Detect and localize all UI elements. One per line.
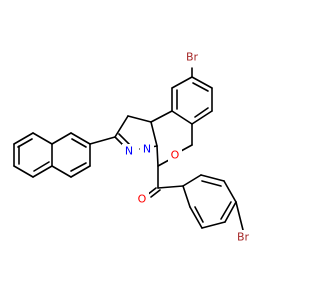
bond [118,133,131,146]
bromine-atom-top: Br [182,50,202,64]
bond [150,189,161,198]
bond [33,161,50,172]
bond [223,180,237,203]
bond [150,121,158,147]
atom-labels: Br Br O O N N [122,50,253,244]
bond [51,165,72,178]
bond [180,144,193,152]
bond [114,115,129,138]
atom-label: N [143,143,151,156]
bond [150,110,173,123]
bond [157,159,170,167]
atom-label: N [125,145,133,158]
bond [157,185,184,189]
oxygen-atom-ring: O [168,148,182,162]
bond [13,132,34,145]
atom-label: Br [186,51,199,64]
bond [224,201,237,223]
atom-label: O [138,193,147,206]
atom-label: Br [237,231,250,244]
bond [70,132,91,145]
bond [192,82,209,92]
bond [32,165,53,178]
bond [182,185,191,208]
bond [194,206,204,223]
bond [200,174,225,182]
bond [17,138,33,148]
nitrogen-atom-imine: N [122,144,136,158]
bond [70,162,87,172]
atom-label: O [171,149,180,162]
bond [13,165,34,178]
bond [156,145,159,167]
bond [182,174,202,187]
bond [127,115,152,123]
bond [171,76,193,89]
bond [51,132,72,145]
nitrogen-atom-ring: N [140,142,154,156]
bond [191,110,213,125]
bond [220,201,232,220]
bond [235,201,244,231]
bond [70,165,91,178]
bond [71,138,87,148]
bond [201,221,226,229]
bond [194,107,209,118]
oxygen-atom-carbonyl: O [135,192,149,206]
bond [171,110,193,125]
bromine-atom-bottom: Br [233,230,253,244]
bond [201,180,222,187]
bond [189,206,203,229]
bond [32,132,53,145]
bond [191,76,213,89]
molecule-structure: Br Br O O N N [13,50,253,244]
bond-lines [13,67,244,231]
bond [89,136,116,145]
